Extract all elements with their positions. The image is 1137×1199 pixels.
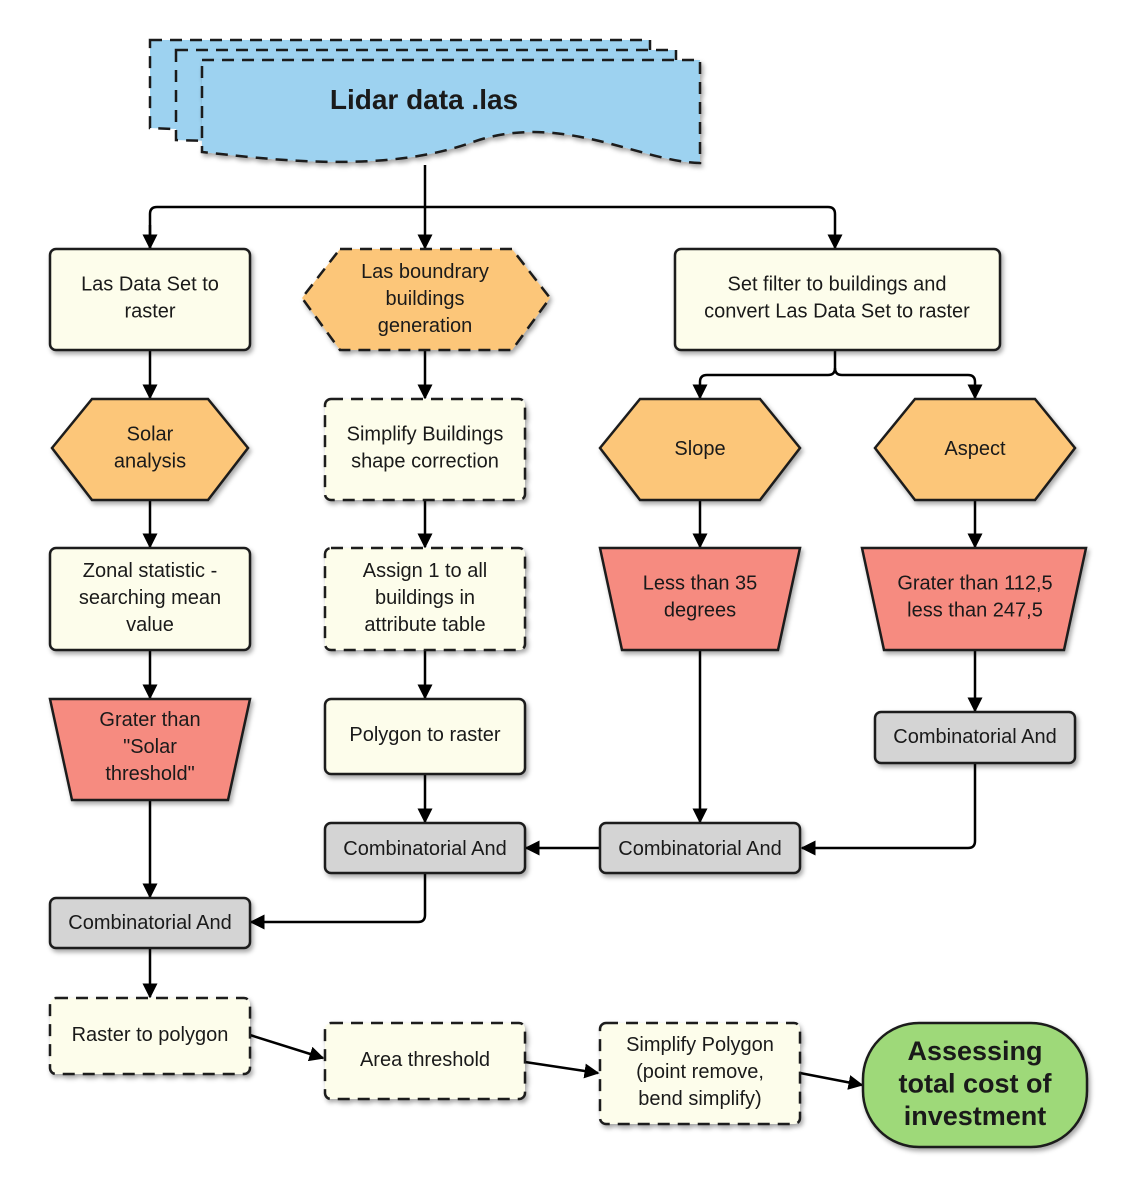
assign-line-2: buildings in [375,587,475,609]
assessing-line-3: investment [904,1101,1047,1131]
edge-simplify-assessing [799,1071,864,1090]
node-simplify-polygon: Simplify Polygon (point remove, bend simpl… [598,1021,802,1126]
comb-left-line-1: Combinatorial And [68,912,231,934]
node-assign-buildings-label: Assign 1 to all buildings in attribute tab… [363,560,488,636]
node-area-threshold: Area threshold [323,1021,527,1101]
simplify-poly-line-2: (point remove, [636,1061,764,1083]
solar-line-1: Solar [127,424,174,446]
zonal-line-1: Zonal statistic - [83,560,217,582]
comb-aspect-line-1: Combinatorial And [893,726,1056,748]
zonal-line-2: searching mean [79,587,221,609]
node-raster-to-polygon: Raster to polygon [48,996,252,1076]
node-las-boundary: Las boundrary buildings generation [300,247,552,352]
grater-solar-line-2: "Solar [123,736,177,758]
node-grater-solar-threshold: Grater than "Solar threshold" [48,697,252,802]
node-combinatorial-and-middle-label: Combinatorial And [343,838,506,860]
node-lidar-data-label: Lidar data .las [330,84,518,115]
connectors [142,165,983,1090]
edge-raster-area [249,1033,325,1062]
node-lidar-data: Lidar data .las [148,38,702,165]
poly-to-raster-line-1: Polygon to raster [349,724,501,746]
node-polygon-to-raster: Polygon to raster [323,697,527,776]
node-combinatorial-and-slope-label: Combinatorial And [618,838,781,860]
assign-line-1: Assign 1 to all [363,560,488,582]
assessing-line-1: Assessing [907,1036,1042,1066]
las-to-raster-line-2: raster [124,301,175,323]
node-combinatorial-and-middle: Combinatorial And [323,821,527,875]
node-less-than-35: Less than 35 degrees [598,546,802,652]
node-combinatorial-and-left-label: Combinatorial And [68,912,231,934]
node-combinatorial-and-left: Combinatorial And [48,896,252,950]
less35-line-2: degrees [664,600,736,622]
lidar-line-1: Lidar data .las [330,84,518,115]
node-set-filter-label: Set filter to buildings and convert Las D… [704,274,970,323]
node-grater-112-label: Grater than 112,5 less than 247,5 [897,573,1052,622]
grater-solar-line-1: Grater than [99,709,200,731]
node-las-boundary-label: Las boundrary buildings generation [361,261,489,337]
grater112-line-2: less than 247,5 [907,600,1043,622]
lidar-doc-front [200,58,702,165]
edge-filter-aspect [833,367,983,400]
edge-comb-mid-comb-left [249,873,427,930]
node-combinatorial-and-aspect-label: Combinatorial And [893,726,1056,748]
solar-line-2: analysis [114,451,186,473]
slope-line-1: Slope [674,438,725,460]
node-simplify-buildings: Simplify Buildings shape correction [323,397,527,502]
simplify-buildings-line-1: Simplify Buildings [347,424,504,446]
node-aspect-label: Aspect [944,438,1006,460]
node-slope: Slope [598,397,802,502]
node-combinatorial-and-aspect: Combinatorial And [873,710,1077,765]
zonal-line-3: value [126,614,174,636]
set-filter-line-2: convert Las Data Set to raster [704,301,970,323]
node-area-threshold-label: Area threshold [360,1049,490,1071]
simplify-poly-line-1: Simplify Polygon [626,1034,774,1056]
node-zonal-statistic: Zonal statistic - searching mean value [48,546,252,652]
edge-comb-aspect-comb-slope [800,763,977,856]
node-aspect: Aspect [873,397,1077,502]
las-boundary-line-2: buildings [386,288,465,310]
grater-solar-line-3: threshold" [105,763,194,785]
node-las-to-raster-label: Las Data Set to raster [81,274,219,323]
area-threshold-line-1: Area threshold [360,1049,490,1071]
node-zonal-statistic-label: Zonal statistic - searching mean value [79,560,221,636]
less35-line-1: Less than 35 [643,573,758,595]
node-assign-buildings: Assign 1 to all buildings in attribute tab… [323,546,527,652]
set-filter-line-1: Set filter to buildings and [727,274,946,296]
node-solar-analysis-label: Solar analysis [114,424,186,473]
raster-to-poly-line-1: Raster to polygon [72,1024,229,1046]
assessing-line-2: total cost of [899,1068,1053,1098]
edge-lidar-split [148,205,843,250]
node-combinatorial-and-slope: Combinatorial And [598,821,802,875]
simplify-buildings-line-2: shape correction [351,451,499,473]
comb-mid-line-1: Combinatorial And [343,838,506,860]
node-simplify-buildings-label: Simplify Buildings shape correction [347,424,504,473]
simplify-poly-line-3: bend simplify) [638,1088,761,1110]
aspect-line-1: Aspect [944,438,1006,460]
grater112-line-1: Grater than 112,5 [897,573,1052,595]
las-to-raster-line-1: Las Data Set to [81,274,219,296]
edge-area-simplify [524,1060,600,1079]
node-raster-to-polygon-label: Raster to polygon [72,1024,229,1046]
node-grater-112: Grater than 112,5 less than 247,5 [860,546,1088,652]
node-solar-analysis: Solar analysis [50,397,250,502]
node-slope-label: Slope [674,438,725,460]
node-polygon-to-raster-label: Polygon to raster [349,724,501,746]
node-less-than-35-label: Less than 35 degrees [643,573,758,622]
edge-filter-split [692,350,837,400]
node-set-filter: Set filter to buildings and convert Las D… [673,247,1002,352]
node-grater-solar-threshold-label: Grater than "Solar threshold" [99,709,200,785]
las-boundary-line-1: Las boundrary [361,261,489,283]
node-simplify-polygon-label: Simplify Polygon (point remove, bend simpl… [626,1034,774,1110]
comb-slope-line-1: Combinatorial And [618,838,781,860]
node-las-to-raster: Las Data Set to raster [48,247,252,352]
assign-line-3: attribute table [364,614,485,636]
las-boundary-line-3: generation [378,315,473,337]
